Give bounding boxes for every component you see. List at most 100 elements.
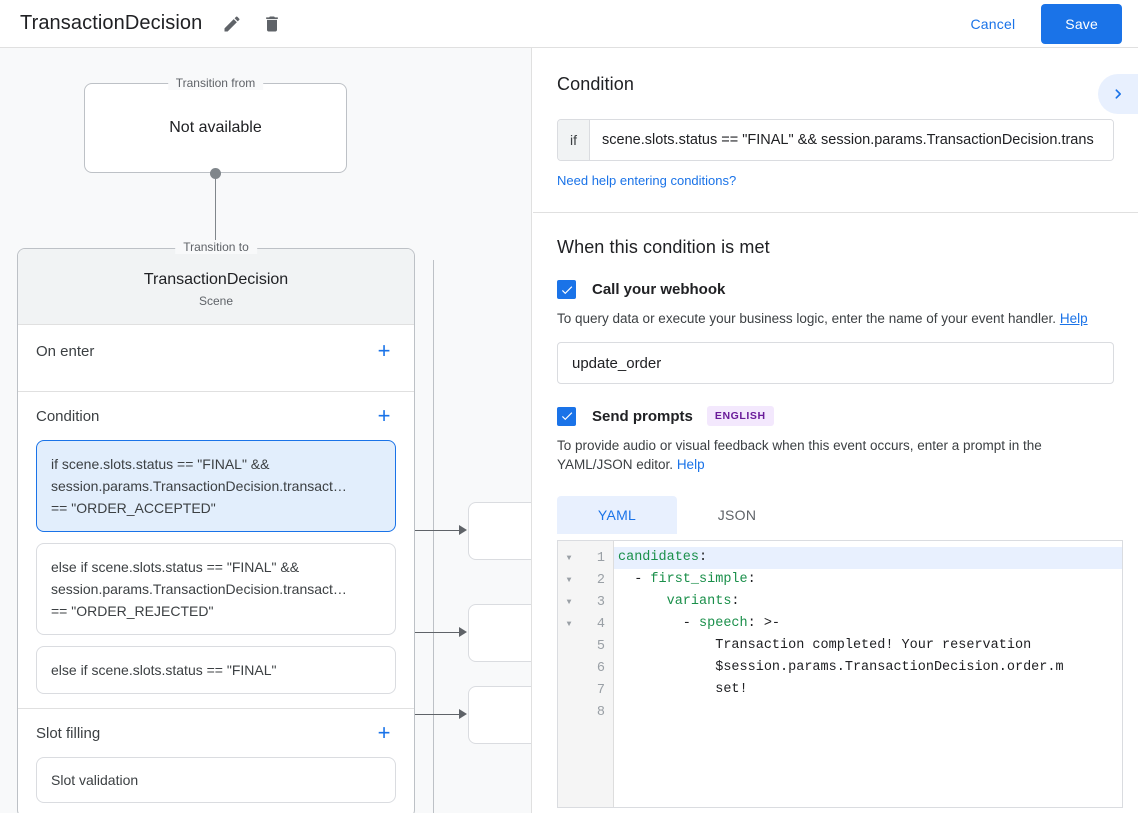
line-number-value: 4: [596, 616, 605, 632]
target-stub-3[interactable]: [468, 686, 531, 744]
code-token: set!: [618, 682, 748, 697]
slot-validation-item[interactable]: Slot validation: [36, 757, 396, 803]
condition-list-item[interactable]: else if scene.slots.status == "FINAL": [36, 646, 396, 694]
code-token: -: [618, 616, 700, 631]
condition-heading: Condition: [557, 74, 634, 94]
condition-list-item[interactable]: else if scene.slots.status == "FINAL" &&…: [36, 543, 396, 635]
scene-graph-canvas[interactable]: Transition from Not available Transition…: [0, 48, 532, 813]
target-stub-2[interactable]: [468, 604, 531, 662]
scene-card: Transition to TransactionDecision Scene …: [17, 240, 415, 813]
send-prompts-row[interactable]: Send prompts ENGLISH: [557, 406, 1114, 426]
line-number-value: 7: [596, 682, 605, 698]
section-on-enter: On enter +: [18, 325, 414, 392]
send-prompts-label: Send prompts: [592, 407, 693, 425]
editor-line-number: ▼4: [558, 613, 613, 635]
call-webhook-row[interactable]: Call your webhook: [557, 280, 1114, 299]
editor-code-line: variants:: [614, 591, 1122, 613]
editor-code-line: candidates:: [614, 547, 1122, 569]
canvas-rail: [433, 260, 434, 813]
send-prompts-checkbox[interactable]: [557, 406, 576, 426]
call-webhook-hint: To query data or execute your business l…: [557, 309, 1114, 328]
editor-format-tabs: YAML JSON: [557, 496, 1114, 534]
transition-from-value: Not available: [169, 119, 262, 136]
editor-line-number: 5: [558, 635, 613, 657]
trash-icon[interactable]: [256, 8, 288, 40]
line-number-value: 5: [596, 638, 605, 654]
code-token: :: [699, 550, 708, 565]
tab-yaml[interactable]: YAML: [557, 496, 677, 534]
editor-line-number: 8: [558, 701, 613, 723]
section-slot-filling: Slot filling + Slot validation: [18, 709, 414, 813]
check-icon: [561, 285, 572, 294]
editor-code-line: $session.params.TransactionDecision.orde…: [614, 657, 1122, 679]
code-token: : >-: [747, 616, 781, 631]
tab-json[interactable]: JSON: [717, 507, 757, 523]
condition-input-row[interactable]: if: [557, 119, 1114, 161]
editor-code-line: set!: [614, 679, 1122, 701]
editor-code-line: - speech: >-: [614, 613, 1122, 635]
when-met-heading: When this condition is met: [557, 237, 770, 257]
condition-if-prefix: if: [558, 120, 590, 160]
target-stub-1[interactable]: [468, 502, 531, 560]
editor-code-line: - first_simple:: [614, 569, 1122, 591]
call-webhook-label: Call your webhook: [592, 281, 726, 298]
code-token: $session.params.TransactionDecision.orde…: [618, 660, 1064, 675]
save-button[interactable]: Save: [1041, 3, 1122, 44]
top-bar-actions: Cancel Save: [959, 3, 1138, 44]
condition-input[interactable]: [590, 120, 1113, 160]
webhook-handler-input[interactable]: [557, 342, 1114, 384]
page-title: TransactionDecision: [20, 12, 203, 34]
send-prompts-help-link[interactable]: Help: [676, 457, 705, 472]
condition-section: Condition if Need help entering conditio…: [533, 48, 1138, 213]
edge-arrow-1: [459, 525, 467, 535]
fold-arrow-icon[interactable]: ▼: [566, 619, 572, 629]
transition-from-legend: Transition from: [167, 76, 264, 90]
add-on-enter-button[interactable]: +: [377, 338, 391, 363]
send-prompts-hint: To provide audio or visual feedback when…: [557, 436, 1114, 474]
code-token: speech: [699, 616, 748, 631]
pencil-icon[interactable]: [216, 8, 248, 40]
edge-arrow-2: [459, 627, 467, 637]
call-webhook-help-link[interactable]: Help: [1059, 311, 1088, 326]
edge-arrow-3: [459, 709, 467, 719]
add-slot-filling-button[interactable]: +: [377, 720, 391, 745]
pencil-icon-glyph: [224, 15, 240, 31]
editor-code-area[interactable]: candidates: - first_simple: variants: - …: [614, 541, 1122, 807]
section-condition: Condition + if scene.slots.status == "FI…: [18, 392, 414, 709]
line-number-value: 6: [596, 660, 605, 676]
edge-line-2: [403, 632, 461, 633]
fold-arrow-icon[interactable]: ▼: [566, 575, 572, 585]
section-title-condition: Condition: [36, 407, 100, 425]
chevron-right-icon-glyph: [1115, 89, 1121, 99]
call-webhook-hint-text: To query data or execute your business l…: [557, 311, 1057, 326]
code-token: first_simple: [650, 572, 748, 587]
editor-line-number: ▼2: [558, 569, 613, 591]
call-webhook-checkbox[interactable]: [557, 280, 576, 299]
code-token: candidates: [618, 550, 700, 565]
transition-from-card[interactable]: Transition from Not available: [84, 76, 347, 173]
connector-line: [215, 173, 216, 258]
add-condition-button[interactable]: +: [377, 403, 391, 428]
fold-arrow-icon[interactable]: ▼: [566, 553, 572, 563]
condition-help-link[interactable]: Need help entering conditions?: [557, 173, 737, 188]
condition-list-item[interactable]: if scene.slots.status == "FINAL" && sess…: [36, 440, 396, 532]
code-token: Transaction completed! Your reservation: [618, 638, 1032, 653]
section-title-slot-filling: Slot filling: [36, 724, 101, 742]
code-token: :: [747, 572, 756, 587]
editor-code-line: Transaction completed! Your reservation: [614, 635, 1122, 657]
code-token: -: [618, 572, 651, 587]
fold-arrow-icon[interactable]: ▼: [566, 597, 572, 607]
editor-line-number: ▼3: [558, 591, 613, 613]
check-icon: [561, 412, 572, 421]
chevron-right-icon[interactable]: [1098, 74, 1138, 114]
top-bar: TransactionDecision Cancel Save: [0, 0, 1138, 48]
send-prompts-hint-text: To provide audio or visual feedback when…: [557, 438, 1042, 472]
cancel-button[interactable]: Cancel: [959, 7, 1028, 41]
line-number-value: 3: [596, 594, 605, 610]
when-condition-met-section: When this condition is met Call your web…: [533, 213, 1138, 808]
transition-to-header[interactable]: Transition to TransactionDecision Scene: [18, 240, 414, 325]
line-number-value: 2: [596, 572, 605, 588]
editor-line-number: 6: [558, 657, 613, 679]
